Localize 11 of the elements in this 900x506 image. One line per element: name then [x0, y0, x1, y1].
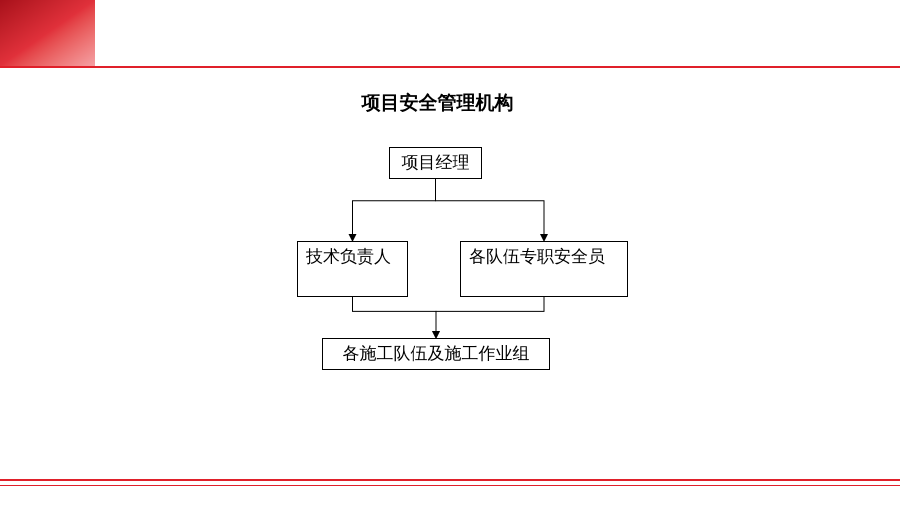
- connector-arrow: [435, 178, 548, 242]
- org-box: [322, 338, 550, 370]
- org-box: [297, 241, 408, 297]
- box-label: 项目经理: [402, 152, 470, 174]
- box-label: 技术负责人: [306, 246, 391, 268]
- connector-arrow: [432, 296, 544, 339]
- org-box: [460, 241, 628, 297]
- box-label: 各施工队伍及施工作业组: [342, 343, 530, 365]
- diagram-title: 项目安全管理机构: [360, 92, 514, 116]
- box-label: 各队伍专职安全员: [469, 246, 605, 268]
- org-box: [389, 147, 482, 179]
